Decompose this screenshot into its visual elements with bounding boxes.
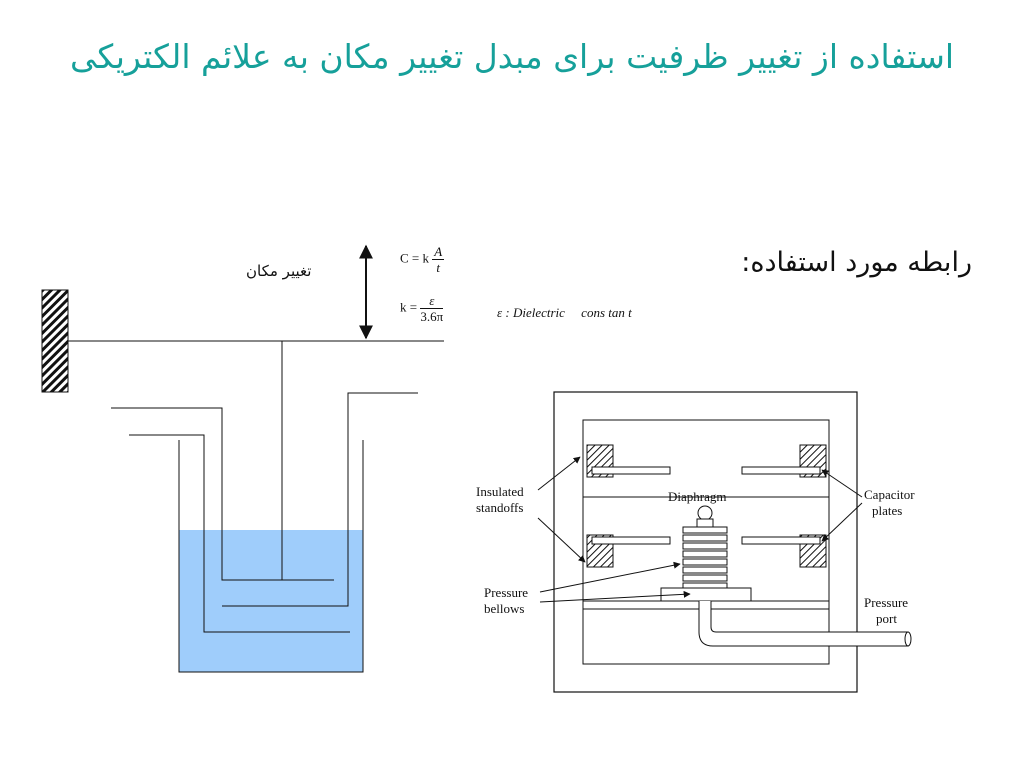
plate-top-left xyxy=(591,466,671,475)
label-port-2: port xyxy=(876,611,897,626)
plate-top-right xyxy=(741,466,821,475)
capacitance-equation: C = k A t xyxy=(400,244,445,275)
bellows-stack xyxy=(682,526,728,589)
left-electrode xyxy=(129,434,350,633)
k-equation: k = ε 3.6π xyxy=(400,293,444,324)
k-fraction: ε 3.6π xyxy=(420,293,444,324)
c-denominator: t xyxy=(436,260,441,275)
right-electrode xyxy=(222,392,418,607)
leader-bellows-1 xyxy=(539,561,681,593)
label-port-1: Pressure xyxy=(864,595,908,610)
label-bellows-1: Pressure xyxy=(484,585,528,600)
diaphragm-knob xyxy=(697,505,713,521)
k-denominator: 3.6π xyxy=(420,309,444,324)
label-insulated-2: standoffs xyxy=(476,500,523,515)
label-diaphragm: Diaphragm xyxy=(668,489,726,504)
leader-capacitor-2 xyxy=(821,502,863,542)
k-numerator: ε xyxy=(420,293,444,309)
container xyxy=(178,440,364,673)
c-fraction: A t xyxy=(432,244,445,275)
epsilon-description: ε : Dielectric cons tan t xyxy=(497,305,632,320)
label-capacitor-1: Capacitor xyxy=(864,487,915,502)
label-bellows-2: bellows xyxy=(484,601,524,616)
label-capacitor-2: plates xyxy=(872,503,902,518)
moving-rod xyxy=(111,341,283,581)
leader-insulated-1 xyxy=(537,456,581,491)
leader-capacitor-1 xyxy=(821,469,863,498)
plate-bottom-right xyxy=(741,536,821,545)
liquid xyxy=(179,530,363,672)
port-end xyxy=(904,631,912,647)
plate-bottom-left xyxy=(591,536,671,545)
label-insulated-1: Insulated xyxy=(476,484,524,499)
leader-bellows-2 xyxy=(539,590,691,603)
c-numerator: A xyxy=(432,244,445,260)
diaphragm-neck xyxy=(696,518,714,528)
wall-hatch xyxy=(41,289,69,393)
slide-title: استفاده از تغییر ظرفیت برای مبدل تغییر م… xyxy=(69,37,955,76)
liquid-level-sensor xyxy=(41,244,444,673)
c-equation-lhs: C = k xyxy=(400,250,430,266)
k-equation-lhs: k = xyxy=(400,299,418,315)
relation-label: رابطه مورد استفاده: xyxy=(741,247,972,278)
pressure-sensor: Insulated standoffs Diaphragm Capacitor … xyxy=(476,391,915,693)
leader-insulated-2 xyxy=(537,517,586,563)
displacement-label: تغییر مکان xyxy=(246,262,312,280)
